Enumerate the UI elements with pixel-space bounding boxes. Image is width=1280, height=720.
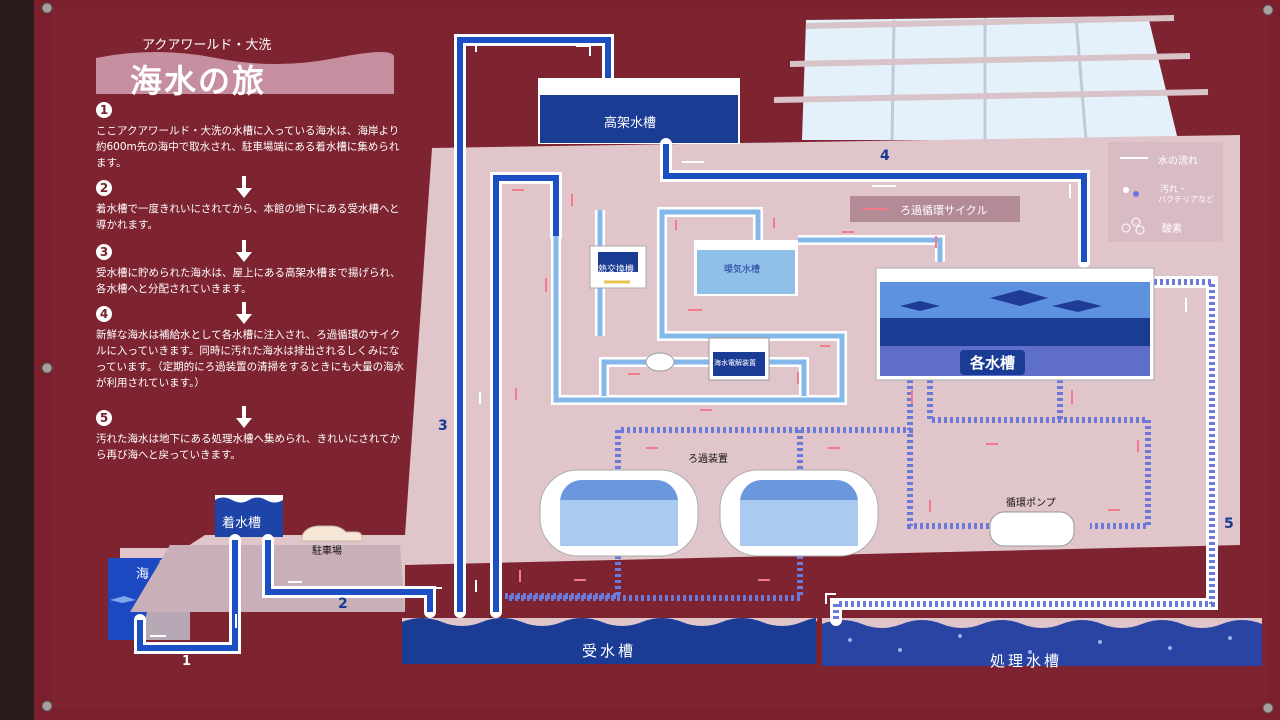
electrolysis-unit (713, 352, 765, 376)
heat-exchanger-label: 熱交換機 (598, 265, 635, 275)
down-arrow-icon (236, 302, 252, 324)
step-text: 受水槽に貯められた海水は、屋上にある高架水槽まで揚げられ、各水槽へと分配されてい… (96, 267, 401, 295)
path-number-1: 1 (182, 654, 192, 669)
filter-cycle-label: ろ過循環サイクル (900, 204, 988, 217)
sea-label: 海 (136, 567, 150, 582)
path-number-3: 3 (438, 418, 448, 434)
pump-label: 循環ポンプ (1006, 498, 1056, 509)
step-text: ここアクアワールド・大洗の水槽に入っている海水は、海岸より約600m先の海中で取… (96, 125, 400, 169)
step-5: 5 汚れた海水は地下にある処理水槽へ集められ、きれいにされてから再び海へと戻って… (96, 410, 406, 463)
title-banner (96, 52, 395, 94)
elevated-tank (540, 95, 738, 143)
skylight (802, 16, 1178, 140)
step-4: 4 新鮮な海水は補給水として各水槽に注入され、ろ過循環のサイクルに入っていきます… (96, 306, 406, 391)
legend-oxygen: 酸素 (1162, 224, 1182, 235)
oxygen-legend-icon (1121, 217, 1145, 235)
receiving-tank (402, 618, 816, 664)
page-title: 海水の旅 (130, 62, 267, 100)
dirt-legend-icon (1123, 187, 1139, 197)
subtitle: アクアワールド・大洗 (142, 38, 272, 53)
screw-icons (41, 2, 1274, 714)
filter-label: ろ過装置 (688, 454, 728, 465)
step-text: 汚れた海水は地下にある処理水槽へ集められ、きれいにされてから再び海へと戻っていき… (96, 433, 401, 461)
parking-label: 駐車場 (312, 546, 342, 557)
step-text: 着水槽で一度きれいにされてから、本館の地下にある受水槽へと導かれます。 (96, 203, 400, 231)
legend-dirt-line1: 汚れ・ (1160, 185, 1188, 195)
treatment-tank-label: 処理水槽 (990, 652, 1063, 670)
each-tank-label: 各水槽 (960, 350, 1026, 375)
step-number: 2 (96, 180, 112, 196)
car-icon (301, 525, 363, 542)
landing-tank-label: 着水槽 (222, 516, 262, 531)
step-number: 4 (96, 306, 112, 322)
building-panel (120, 135, 1240, 612)
elevated-tank-label: 高架水槽 (604, 116, 657, 131)
filter-tanks (539, 469, 879, 557)
path-number-2: 2 (338, 596, 348, 612)
step-number: 1 (96, 102, 112, 118)
aeration-tank-label: 曝気水槽 (724, 265, 761, 275)
down-arrow-icon (236, 406, 252, 428)
heat-exchanger (598, 252, 638, 272)
step-text: 新鮮な海水は補給水として各水槽に注入され、ろ過循環のサイクルに入っていきます。同… (96, 329, 405, 389)
fish-icons (900, 290, 1102, 312)
fish-icon (110, 596, 136, 603)
legend-water-flow: 水の流れ (1158, 156, 1198, 167)
circulation-pump (989, 511, 1075, 547)
step-number: 5 (96, 410, 112, 426)
aeration-tank (697, 250, 795, 294)
step-2: 2 着水槽で一度きれいにされてから、本館の地下にある受水槽へと導かれます。 (96, 180, 406, 233)
receiving-tank-label: 受水槽 (582, 642, 637, 660)
step-1: 1 ここアクアワールド・大洗の水槽に入っている海水は、海岸より約600m先の海中… (96, 102, 406, 171)
electrolysis-label: 海水電解装置 (714, 359, 756, 367)
step-number: 3 (96, 244, 112, 260)
path-number-4: 4 (880, 148, 890, 164)
legend-dirt-line2: バクテリアなど (1158, 195, 1214, 204)
path-number-5: 5 (1224, 516, 1234, 532)
step-3: 3 受水槽に貯められた海水は、屋上にある高架水槽まで揚げられ、各水槽へと分配され… (96, 244, 406, 297)
down-arrow-icon (236, 176, 252, 198)
down-arrow-icon (236, 240, 252, 262)
